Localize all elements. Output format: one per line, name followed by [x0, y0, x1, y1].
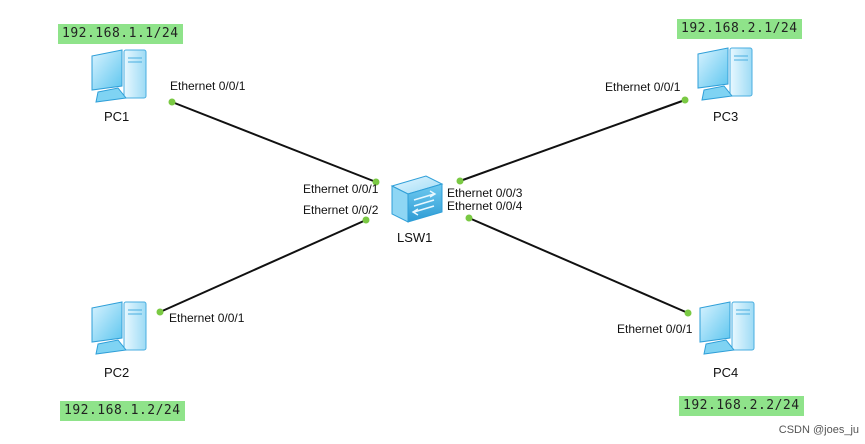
port-dot-sw-e001 — [372, 178, 380, 186]
switch-port-label-e002: Ethernet 0/0/2 — [303, 203, 379, 217]
switch-icon[interactable] — [386, 170, 446, 228]
switch-port-label-e003: Ethernet 0/0/3 — [447, 186, 523, 200]
port-dot-sw-e002 — [362, 216, 370, 224]
pc-monitor-icon[interactable] — [86, 298, 152, 358]
switch-name: LSW1 — [397, 230, 433, 245]
port-dot-pc4 — [684, 309, 692, 317]
link-pc3-switch — [459, 99, 686, 182]
port-dot-pc2 — [156, 308, 164, 316]
pc2-name: PC2 — [104, 365, 130, 380]
pc-monitor-icon[interactable] — [86, 46, 152, 106]
port-dot-sw-e004 — [465, 214, 473, 222]
pc3-name: PC3 — [713, 109, 739, 124]
link-pc1-switch — [171, 101, 377, 183]
port-dot-pc3 — [681, 96, 689, 104]
port-dot-pc1 — [168, 98, 176, 106]
pc3-port-label: Ethernet 0/0/1 — [605, 80, 681, 94]
link-pc4-switch — [468, 217, 689, 314]
pc4-port-label: Ethernet 0/0/1 — [617, 322, 693, 336]
pc3-ip-label: 192.168.2.1/24 — [677, 19, 802, 39]
pc2-ip-label: 192.168.1.2/24 — [60, 401, 185, 421]
watermark: CSDN @joes_ju — [778, 424, 859, 436]
switch-port-label-e004: Ethernet 0/0/4 — [447, 199, 523, 213]
switch-port-label-e001: Ethernet 0/0/1 — [303, 182, 379, 196]
pc1-name: PC1 — [104, 109, 130, 124]
port-dot-sw-e003 — [456, 177, 464, 185]
pc4-name: PC4 — [713, 365, 739, 380]
pc4-ip-label: 192.168.2.2/24 — [679, 396, 804, 416]
pc1-port-label: Ethernet 0/0/1 — [170, 79, 246, 93]
pc1-ip-label: 192.168.1.1/24 — [58, 24, 183, 44]
link-pc2-switch — [159, 219, 367, 313]
pc2-port-label: Ethernet 0/0/1 — [169, 311, 245, 325]
pc-monitor-icon[interactable] — [692, 44, 758, 104]
pc-monitor-icon[interactable] — [694, 298, 760, 358]
